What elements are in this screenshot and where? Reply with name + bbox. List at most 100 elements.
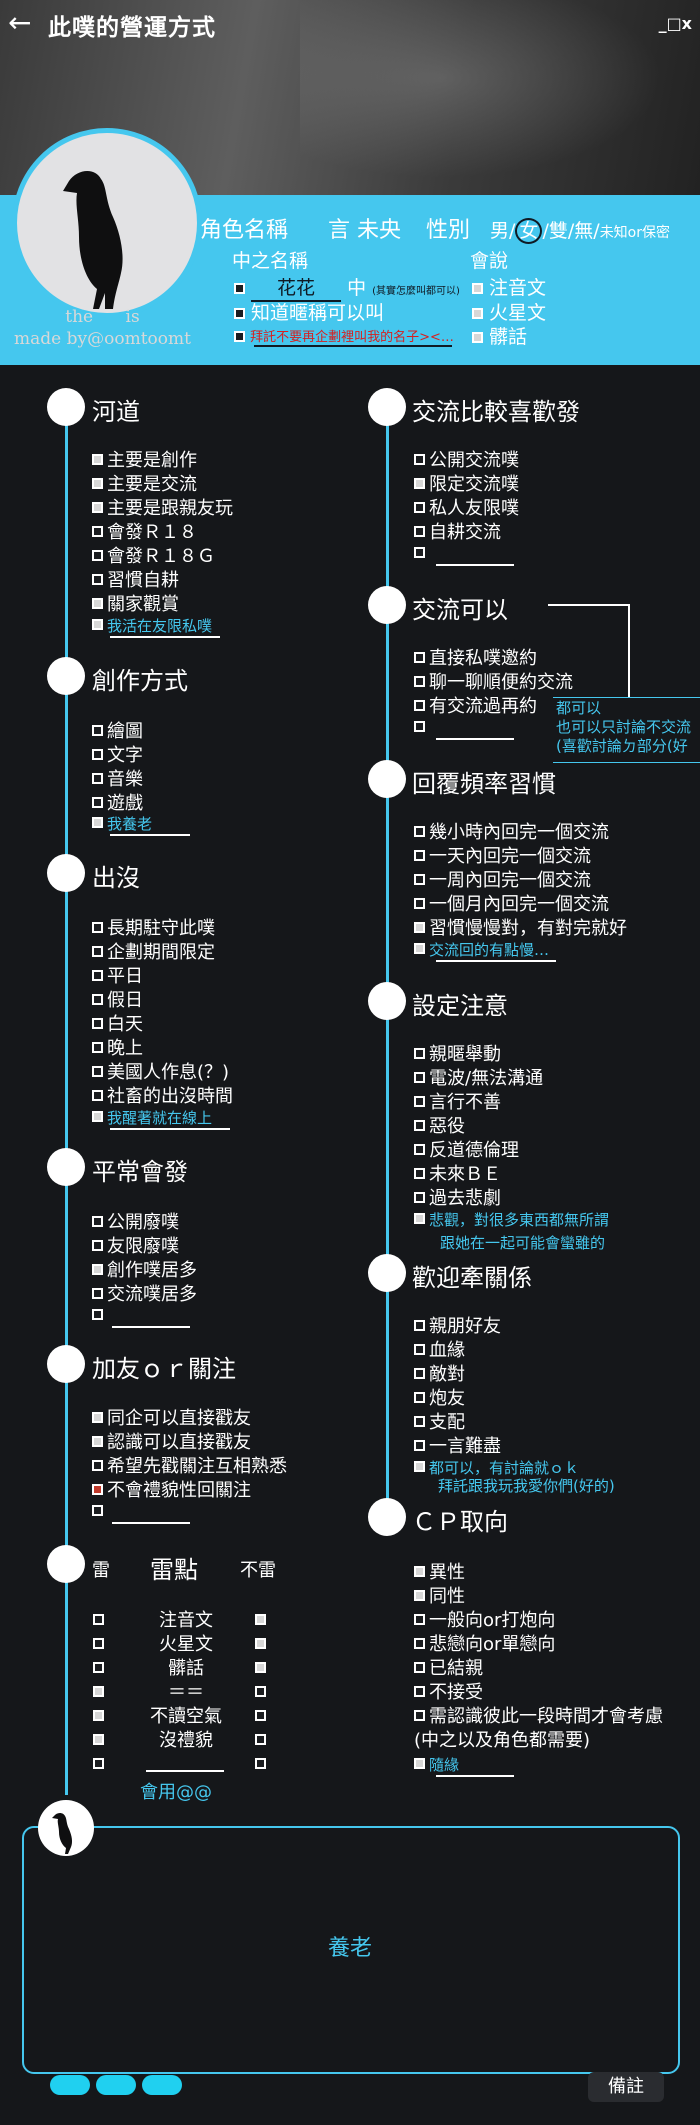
mine-check-5[interactable] — [93, 1704, 104, 1725]
reply-item-3[interactable]: 一周內回完一個交流 — [414, 866, 591, 892]
gender-unknown[interactable]: 未知or保密 — [599, 225, 671, 241]
cp-item-1[interactable]: 異性 — [414, 1558, 465, 1584]
creation-item-3[interactable]: 音樂 — [92, 765, 143, 791]
gender-none[interactable]: 無 — [574, 220, 594, 242]
river-item-7[interactable]: 關家觀賞 — [92, 590, 179, 616]
ok-check-1[interactable] — [255, 1608, 266, 1629]
mine-check-6[interactable] — [93, 1728, 104, 1749]
ok-check-2[interactable] — [255, 1632, 266, 1653]
settings-item-5[interactable]: 反道德倫理 — [414, 1136, 519, 1162]
reply-note[interactable]: 交流回的有點慢… — [414, 939, 549, 960]
usual-item-2[interactable]: 友限廢噗 — [92, 1232, 179, 1258]
relations-item-6[interactable]: 一言難盡 — [414, 1432, 501, 1458]
window-controls[interactable]: _□x — [658, 14, 692, 33]
reply-item-4[interactable]: 一個月內回完一個交流 — [414, 890, 609, 916]
creation-item-4[interactable]: 遊戲 — [92, 789, 143, 815]
tab-pill-3[interactable] — [142, 2075, 182, 2095]
gender-both[interactable]: 雙 — [548, 220, 568, 242]
settings-item-1[interactable]: 親暱舉動 — [414, 1040, 501, 1066]
river-item-6[interactable]: 習慣自耕 — [92, 566, 179, 592]
river-item-5[interactable]: 會發Ｒ１８Ｇ — [92, 542, 215, 568]
presence-item-6[interactable]: 晚上 — [92, 1034, 143, 1060]
presence-item-1[interactable]: 長期駐守此噗 — [92, 914, 215, 940]
tab-pill-1[interactable] — [50, 2075, 90, 2095]
river-item-3[interactable]: 主要是跟親友玩 — [92, 494, 233, 520]
follow-item-2[interactable]: 認識可以直接戳友 — [92, 1428, 251, 1454]
creation-item-1[interactable]: 繪圖 — [92, 717, 143, 743]
prefer-item-3[interactable]: 私人友限噗 — [414, 494, 519, 520]
notes-button[interactable]: 備註 — [588, 2072, 664, 2102]
presence-note[interactable]: 我醒著就在線上 — [92, 1107, 212, 1128]
reply-item-2[interactable]: 一天內回完一個交流 — [414, 842, 591, 868]
presence-item-7[interactable]: 美國人作息(？) — [92, 1058, 229, 1084]
prefer-item-2[interactable]: 限定交流噗 — [414, 470, 519, 496]
follow-item-3[interactable]: 希望先戳關注互相熟悉 — [92, 1452, 287, 1478]
presence-item-2[interactable]: 企劃期間限定 — [92, 938, 215, 964]
usual-item-1[interactable]: 公開廢噗 — [92, 1208, 179, 1234]
ok-check-3[interactable] — [255, 1656, 266, 1677]
prefer-item-4[interactable]: 自耕交流 — [414, 518, 501, 544]
mine-check-4[interactable] — [93, 1680, 104, 1701]
cp-item-2[interactable]: 同性 — [414, 1582, 465, 1608]
settings-item-4[interactable]: 惡役 — [414, 1112, 465, 1138]
gender-female-selected[interactable]: 女 — [515, 218, 543, 244]
can-item-3[interactable]: 有交流過再約 — [414, 692, 537, 718]
river-item-2[interactable]: 主要是交流 — [92, 470, 197, 496]
settings-note[interactable]: 悲觀，對很多東西都無所謂 — [414, 1209, 609, 1230]
mine-check-2[interactable] — [93, 1632, 104, 1653]
tab-pill-2[interactable] — [96, 2075, 136, 2095]
ok-check-5[interactable] — [255, 1704, 266, 1725]
can-item-blank[interactable] — [414, 717, 429, 738]
relations-note[interactable]: 都可以，有討論就ｏｋ — [414, 1457, 579, 1478]
cp-item-4[interactable]: 悲戀向or單戀向 — [414, 1630, 555, 1656]
ok-check-7[interactable] — [255, 1752, 266, 1773]
relations-item-4[interactable]: 炮友 — [414, 1384, 465, 1410]
language-item-1[interactable]: 注音文 — [472, 273, 546, 300]
language-item-3[interactable]: 髒話 — [472, 322, 527, 349]
prefer-item-blank[interactable] — [414, 543, 429, 564]
presence-item-5[interactable]: 白天 — [92, 1010, 143, 1036]
gender-male[interactable]: 男 — [490, 220, 510, 242]
reply-item-1[interactable]: 幾小時內回完一個交流 — [414, 818, 609, 844]
follow-item-4[interactable]: 不會禮貌性回關注 — [92, 1476, 251, 1502]
can-item-1[interactable]: 直接私噗邀約 — [414, 644, 537, 670]
mine-check-3[interactable] — [93, 1656, 104, 1677]
settings-item-7[interactable]: 過去悲劇 — [414, 1184, 501, 1210]
usual-item-3[interactable]: 創作噗居多 — [92, 1256, 197, 1282]
river-note[interactable]: 我活在友限私噗 — [92, 615, 212, 636]
cp-item-7[interactable]: 需認識彼此一段時間才會考慮 — [414, 1702, 663, 1728]
cp-note[interactable]: 隨緣 — [414, 1754, 459, 1775]
relations-item-1[interactable]: 親朋好友 — [414, 1312, 501, 1338]
nakano-checkbox[interactable] — [234, 283, 245, 294]
can-item-2[interactable]: 聊一聊順便約交流 — [414, 668, 573, 694]
ok-check-6[interactable] — [255, 1728, 266, 1749]
warning-checkbox[interactable] — [234, 331, 245, 342]
creation-item-2[interactable]: 文字 — [92, 741, 143, 767]
river-item-4[interactable]: 會發Ｒ１８ — [92, 518, 197, 544]
settings-item-2[interactable]: 電波/無法溝通 — [414, 1064, 543, 1090]
mine-check-7[interactable] — [93, 1752, 104, 1773]
usual-item-blank[interactable] — [92, 1305, 107, 1326]
reply-item-5[interactable]: 習慣慢慢對，有對完就好 — [414, 914, 627, 940]
presence-item-8[interactable]: 社畜的出沒時間 — [92, 1082, 233, 1108]
back-arrow-icon[interactable]: ← — [8, 6, 32, 39]
prefer-item-1[interactable]: 公開交流噗 — [414, 446, 519, 472]
follow-item-blank[interactable] — [92, 1501, 107, 1522]
relations-item-5[interactable]: 支配 — [414, 1408, 465, 1434]
language-item-2[interactable]: 火星文 — [472, 298, 546, 325]
cp-item-5[interactable]: 已結親 — [414, 1654, 483, 1680]
cp-item-3[interactable]: 一般向or打炮向 — [414, 1606, 555, 1632]
follow-item-1[interactable]: 同企可以直接戳友 — [92, 1404, 251, 1430]
settings-item-3[interactable]: 言行不善 — [414, 1088, 501, 1114]
relations-item-3[interactable]: 敵對 — [414, 1360, 465, 1386]
presence-item-4[interactable]: 假日 — [92, 986, 143, 1012]
relations-item-2[interactable]: 血緣 — [414, 1336, 465, 1362]
creation-note[interactable]: 我養老 — [92, 813, 152, 834]
presence-item-3[interactable]: 平日 — [92, 962, 143, 988]
settings-item-6[interactable]: 未來ＢＥ — [414, 1160, 501, 1186]
usual-item-4[interactable]: 交流噗居多 — [92, 1280, 197, 1306]
river-item-1[interactable]: 主要是創作 — [92, 446, 197, 472]
cp-item-6[interactable]: 不接受 — [414, 1678, 483, 1704]
ok-check-4[interactable] — [255, 1680, 266, 1701]
nickname-checkbox[interactable] — [234, 308, 245, 319]
